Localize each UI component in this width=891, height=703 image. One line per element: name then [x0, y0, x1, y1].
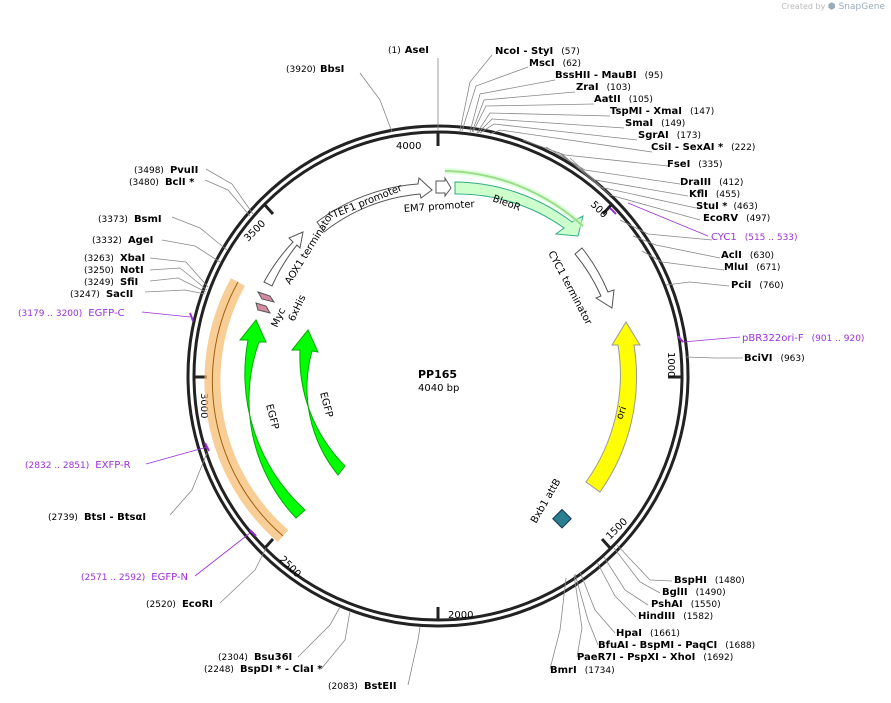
enzyme-bsmi: (3373)BsmI — [98, 214, 162, 225]
primer-egfp-c: (3179 .. 3200)EGFP-C — [18, 308, 125, 319]
egfp-outer-arrow[interactable] — [238, 319, 306, 519]
enzyme-smai: SmaI(149) — [625, 118, 685, 129]
snapgene-logo-icon: ⬢ SnapGene — [827, 2, 885, 12]
tick-marks — [194, 132, 682, 620]
his-tag-marker[interactable] — [256, 291, 276, 303]
enzyme-bsu36i: (2304)Bsu36I — [218, 652, 292, 663]
enzyme-msci: MscI(62) — [529, 58, 581, 69]
enzyme-bmri: BmrI(1734) — [550, 665, 615, 676]
enzyme-aatii: AatII(105) — [594, 94, 653, 105]
plasmid-length: 4040 bp — [418, 383, 459, 394]
primer-egfp-n: (2571 .. 2592)EGFP-N — [81, 572, 188, 583]
tick-500: 500 — [588, 199, 609, 220]
enzyme-bbsi: (3920)BbsI — [286, 64, 344, 75]
enzyme-pshai: PshAI(1550) — [651, 599, 721, 610]
enzyme-asei: (1)AseI — [388, 45, 429, 56]
egfp-outer-label: EGFP — [263, 403, 280, 431]
egfp-inner-label: EGFP — [317, 391, 334, 419]
enzyme-draiii: DraIII(412) — [680, 177, 743, 188]
enzyme-hindiii: HindIII(1582) — [638, 611, 713, 622]
primer-leader-lines — [141, 202, 741, 577]
plasmid-name: PP165 — [418, 368, 457, 381]
primer-cyc1: CYC1(515 .. 533) — [711, 232, 798, 243]
enzyme-bspdi: (2248)BspDI * - ClaI * — [204, 664, 323, 675]
em7-arrow[interactable] — [435, 176, 452, 198]
enzyme-tspmi: TspMI - XmaI(147) — [610, 106, 714, 117]
enzyme-bcivi: BciVI(963) — [744, 353, 805, 364]
bxb1-attb-marker[interactable] — [552, 508, 572, 529]
enzyme-zrai: ZraI(103) — [576, 82, 631, 93]
enzyme-sfii: (3249)SfiI — [84, 277, 138, 288]
snapgene-credit: Created by ⬢ SnapGene — [781, 2, 885, 12]
egfp-inner-arrow[interactable] — [290, 329, 346, 476]
enzyme-btsi: (2739)BtsI - BtsαI — [48, 512, 146, 523]
bleor-arrow[interactable] — [454, 181, 584, 237]
tick-3500: 3500 — [242, 218, 268, 244]
enzyme-csii: CsiI - SexAI *(222) — [651, 142, 755, 153]
enzyme-hpai: HpaI(1661) — [616, 628, 680, 639]
enzyme-mlui: MluI(671) — [724, 262, 780, 273]
enzyme-ncoi: NcoI - StyI(57) — [495, 46, 580, 57]
enzyme-bglii: BglII(1490) — [662, 587, 726, 598]
enzyme-kfli: KflI(455) — [689, 189, 740, 200]
myc-tag-marker[interactable] — [255, 302, 272, 314]
primer-exfp-r: (2832 .. 2851)EXFP-R — [25, 460, 131, 471]
enzyme-pvuii: (3498)PvuII — [134, 165, 198, 176]
enzyme-sacii: (3247)SacII — [70, 289, 133, 300]
enzyme-pcii: PciI(760) — [731, 280, 784, 291]
enzyme-bsteii: (2083)BstEII — [328, 681, 397, 692]
enzyme-stui: StuI *(463) — [696, 201, 758, 212]
enzyme-xbai: (3263)XbaI — [84, 253, 145, 264]
tick-labels: 500 1000 1500 2000 2500 3000 3500 4000 — [198, 141, 676, 621]
enzyme-sgrai: SgrAI(173) — [638, 130, 701, 141]
tick-3000: 3000 — [198, 393, 209, 418]
enzyme-leader-lines — [144, 54, 743, 686]
tick-2000: 2000 — [448, 610, 473, 621]
enzyme-labels: (1)AseI (3920)BbsI NcoI - StyI(57) MscI(… — [48, 45, 805, 692]
ori-label: ori — [614, 405, 629, 421]
primer-labels: CYC1(515 .. 533) pBR322ori-F(901 .. 920)… — [18, 232, 864, 583]
tef1-label: TEF1 promoter — [330, 182, 405, 221]
aox1-terminator-arrow[interactable] — [263, 231, 304, 287]
enzyme-bsshii: BssHII - MauBI(95) — [555, 70, 663, 81]
his-tag-label: 6xHis — [287, 293, 309, 323]
tick-1000: 1000 — [665, 352, 676, 377]
myc-tag-label: Myc — [270, 306, 288, 329]
enzyme-ecorv: EcoRV(497) — [703, 213, 770, 224]
enzyme-noti: (3250)NotI — [84, 265, 144, 276]
ori-arrow[interactable] — [585, 321, 641, 493]
enzyme-fsei: FseI(335) — [667, 159, 723, 170]
primer-markers — [189, 207, 684, 537]
enzyme-paer7i: PaeR7I - PspXI - XhoI(1692) — [577, 652, 733, 663]
tick-4000: 4000 — [396, 141, 421, 152]
tef1-arrow[interactable] — [316, 177, 433, 233]
enzyme-bfuai: BfuAI - BspMI - PaqCI(1688) — [598, 640, 755, 651]
enzyme-acli: AclI(630) — [721, 250, 774, 261]
em7-label: EM7 promoter — [403, 199, 475, 215]
enzyme-bsphi: BspHI(1480) — [674, 575, 745, 586]
enzyme-agei: (3332)AgeI — [92, 235, 153, 246]
primer-pbr322ori-f: pBR322ori-F(901 .. 920) — [742, 333, 864, 344]
enzyme-ecori: (2520)EcoRI — [146, 599, 213, 610]
cyc1-terminator-arrow[interactable] — [574, 247, 615, 309]
enzyme-bcli: (3480)BclI * — [129, 177, 195, 188]
